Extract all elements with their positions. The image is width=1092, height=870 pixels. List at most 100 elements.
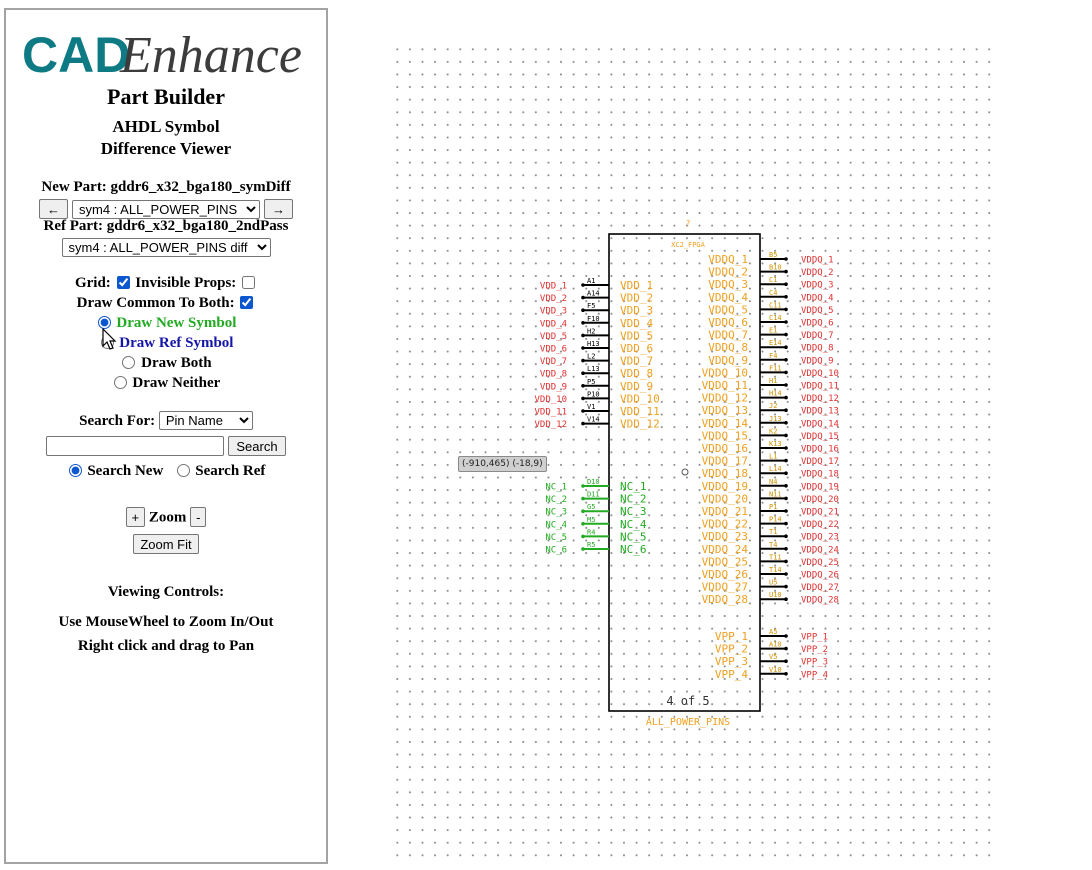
vddq-pin-number: U5 bbox=[769, 579, 777, 587]
new-symbol-select[interactable]: sym4 : ALL_POWER_PINS bbox=[72, 199, 260, 219]
draw-common-checkbox[interactable] bbox=[240, 296, 254, 309]
vddq-pin-number: H1 bbox=[769, 377, 777, 385]
invisible-props-checkbox[interactable] bbox=[242, 276, 256, 289]
nc-pin-number: R4 bbox=[587, 528, 595, 536]
vddq-pin-dot bbox=[784, 395, 788, 400]
vddq-pin-number: P1 bbox=[769, 503, 777, 511]
vddq-pin-dot bbox=[784, 534, 788, 538]
vdd-net-label: VDD_12 bbox=[534, 420, 567, 430]
draw-both-label: Draw Both bbox=[141, 355, 212, 371]
schematic-canvas[interactable] bbox=[388, 40, 1000, 866]
vdd-pin-name: VDD_4 bbox=[620, 317, 653, 330]
vddq-pin-number: T11 bbox=[769, 553, 782, 561]
grid-label: Grid: bbox=[74, 275, 111, 291]
vdd-pin-dot bbox=[581, 358, 585, 363]
symbol-page-number: 4 of 5 bbox=[666, 694, 709, 708]
nc-pin-name: NC_4 bbox=[620, 518, 647, 531]
vdd-pin-number: V14 bbox=[587, 416, 600, 424]
vdd-net-label: VDD_7 bbox=[540, 357, 567, 367]
vddq-net-label: VDDQ_27 bbox=[801, 583, 839, 593]
vpp-pin-number: A10 bbox=[769, 641, 782, 649]
vddq-pin-name: VDDQ_3 bbox=[708, 278, 748, 291]
grid-checkbox[interactable] bbox=[116, 276, 130, 289]
vdd-pin-dot bbox=[581, 371, 585, 376]
coordinate-tooltip: (-910,465) (-18,9) bbox=[458, 456, 547, 472]
search-input[interactable] bbox=[46, 436, 224, 456]
draw-both-radio[interactable] bbox=[122, 356, 136, 369]
vpp-net-label: VPP_1 bbox=[801, 633, 828, 643]
search-type-select[interactable]: Pin Name bbox=[158, 411, 253, 430]
nc-pin-number: M5 bbox=[587, 516, 595, 524]
vdd-pin-dot bbox=[581, 346, 585, 350]
vddq-pin-dot bbox=[784, 408, 788, 413]
vddq-pin-number: L1 bbox=[769, 453, 777, 461]
vddq-pin-number: H14 bbox=[769, 390, 782, 398]
vddq-pin-dot bbox=[784, 269, 788, 274]
vpp-pin-name: VPP_1 bbox=[715, 630, 748, 643]
vdd-pin-name: VDD_1 bbox=[620, 279, 653, 292]
logo-cad-text: CAD bbox=[22, 27, 130, 82]
vdd-pin-number: H2 bbox=[587, 327, 595, 335]
vddq-pin-name: VDDQ_10 bbox=[702, 366, 748, 379]
vpp-pin-number: V5 bbox=[769, 653, 777, 661]
search-new-radio[interactable] bbox=[68, 464, 82, 477]
vddq-pin-dot bbox=[784, 345, 788, 350]
vddq-pin-number: B5 bbox=[769, 251, 777, 259]
grid-row: Grid: Invisible Props: bbox=[6, 275, 326, 292]
vddq-pin-dot bbox=[784, 358, 788, 362]
vdd-net-label: VDD_1 bbox=[540, 282, 567, 292]
draw-new-radio[interactable] bbox=[97, 316, 111, 329]
vddq-net-label: VDDQ_13 bbox=[801, 407, 839, 417]
zoom-in-button[interactable]: + bbox=[125, 507, 146, 527]
nc-pin-dot bbox=[581, 484, 585, 488]
vddq-pin-name: VDDQ_13 bbox=[702, 404, 748, 417]
next-symbol-button[interactable]: → bbox=[264, 199, 293, 219]
vddq-pin-number: T1 bbox=[769, 528, 777, 536]
vddq-net-label: VDDQ_4 bbox=[801, 293, 834, 303]
vddq-net-label: VDDQ_5 bbox=[801, 306, 834, 316]
vdd-pin-name: VDD_5 bbox=[620, 329, 653, 342]
nc-pin-name: NC_2 bbox=[620, 493, 647, 506]
viewing-controls-title: Viewing Controls: bbox=[107, 584, 225, 600]
vdd-pin-dot bbox=[581, 421, 585, 426]
vdd-pin-dot bbox=[581, 384, 585, 388]
vdd-net-label: VDD_3 bbox=[540, 307, 567, 317]
vddq-pin-name: VDDQ_25 bbox=[702, 555, 748, 568]
prev-symbol-button[interactable]: ← bbox=[39, 199, 68, 219]
vdd-pin-name: VDD_8 bbox=[620, 367, 653, 380]
logo-enhance-text: Enhance bbox=[119, 27, 302, 82]
vdd-pin-number: P5 bbox=[587, 378, 595, 386]
vdd-pin-number: L2 bbox=[587, 353, 595, 361]
vddq-net-label: VDDQ_6 bbox=[801, 319, 834, 329]
cadenhance-logo: CAD Enhance bbox=[6, 18, 326, 82]
nc-pin-number: G5 bbox=[587, 503, 595, 511]
vddq-pin-name: VDDQ_6 bbox=[708, 316, 748, 329]
vdd-pin-dot bbox=[581, 283, 585, 287]
vddq-pin-number: C1 bbox=[769, 276, 777, 284]
vddq-pin-dot bbox=[784, 584, 788, 589]
zoom-fit-button[interactable]: Zoom Fit bbox=[133, 534, 199, 554]
ref-symbol-select[interactable]: sym4 : ALL_POWER_PINS diff bbox=[61, 238, 271, 257]
draw-new-row: Draw New Symbol bbox=[6, 315, 326, 332]
zoom-out-button[interactable]: - bbox=[190, 507, 207, 527]
ref-part-label: Ref Part: gddr6_x32_bga180_2ndPass bbox=[43, 218, 289, 234]
vddq-pin-name: VDDQ_17 bbox=[702, 455, 748, 468]
vddq-net-label: VDDQ_2 bbox=[801, 268, 834, 278]
vddq-net-label: VDDQ_24 bbox=[801, 545, 839, 555]
search-ref-radio[interactable] bbox=[176, 464, 190, 477]
draw-neither-radio[interactable] bbox=[113, 376, 127, 389]
vdd-pin-dot bbox=[581, 308, 585, 313]
vpp-pin-name: VPP_4 bbox=[715, 668, 748, 681]
vddq-pin-number: C14 bbox=[769, 314, 782, 322]
vddq-pin-name: VDDQ_7 bbox=[708, 329, 748, 342]
vddq-pin-dot bbox=[784, 458, 788, 463]
vdd-pin-number: F10 bbox=[587, 315, 600, 323]
vddq-pin-name: VDDQ_8 bbox=[708, 341, 748, 354]
symbol-top-mark: ? bbox=[686, 219, 691, 228]
vddq-pin-number: U10 bbox=[769, 591, 782, 599]
search-button[interactable]: Search bbox=[228, 436, 286, 456]
vdd-pin-name: VDD_12 bbox=[620, 418, 660, 431]
nc-pin-name: NC_1 bbox=[620, 480, 647, 493]
vddq-pin-dot bbox=[784, 471, 788, 476]
